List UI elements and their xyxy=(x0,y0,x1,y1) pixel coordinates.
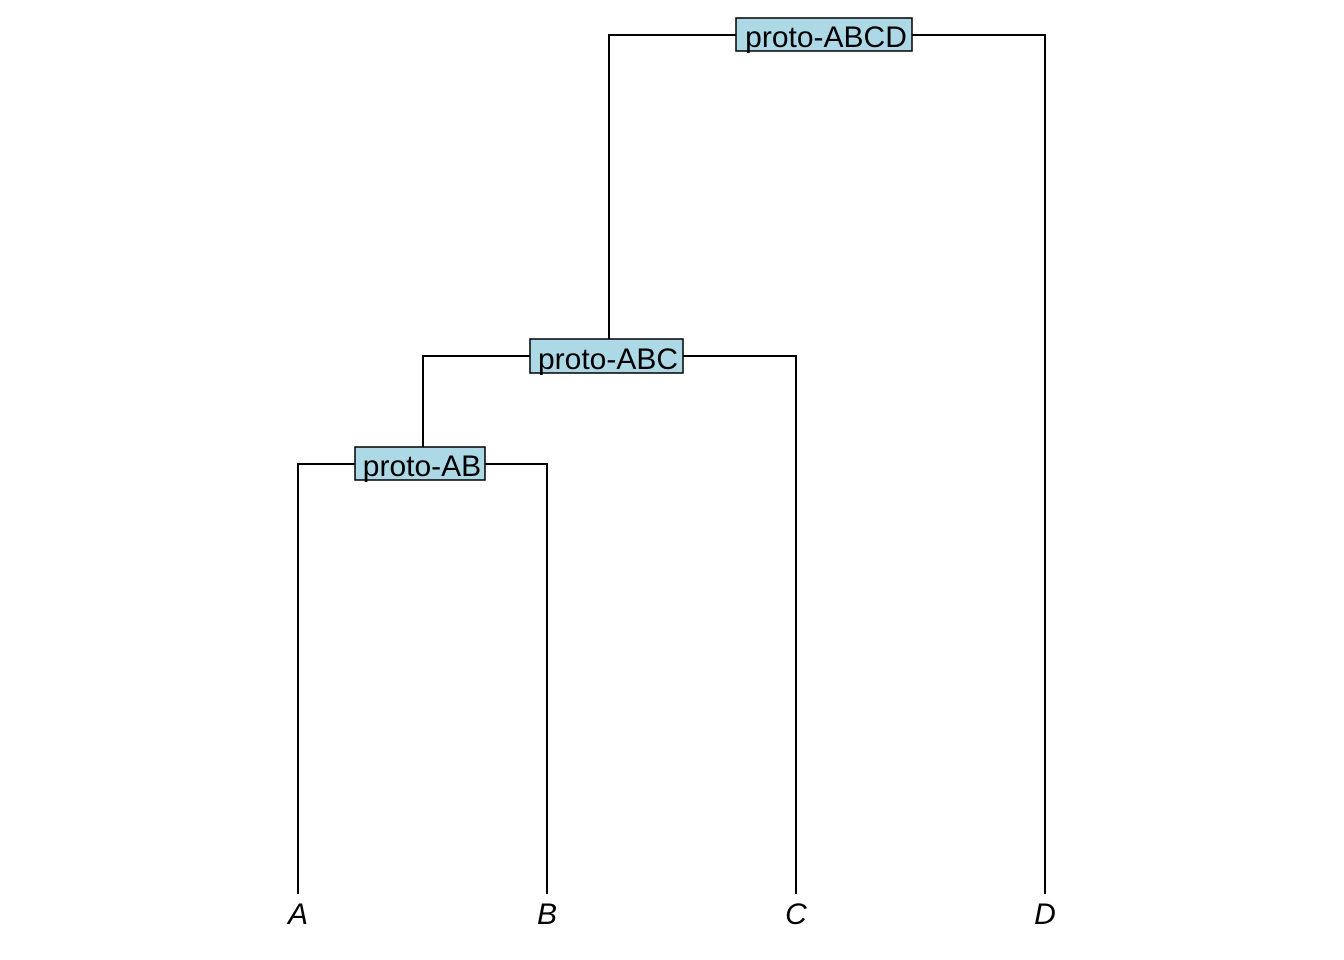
tip-label-d: D xyxy=(1034,898,1056,931)
tip-labels: A B C D xyxy=(286,898,1056,931)
node-proto-ab: proto-AB xyxy=(354,446,486,483)
node-box-proto-abcd xyxy=(735,17,913,52)
branch-proto-abc xyxy=(422,355,797,894)
node-box-proto-ab xyxy=(354,446,486,481)
node-proto-abc: proto-ABC xyxy=(529,338,684,376)
tip-label-a: A xyxy=(286,898,308,931)
branch-proto-ab xyxy=(297,463,548,894)
tip-label-c: C xyxy=(785,898,807,931)
tip-label-b: B xyxy=(537,898,557,931)
node-box-proto-abc xyxy=(529,338,684,374)
node-proto-abcd: proto-ABCD xyxy=(735,17,913,54)
node-label-proto-abc: proto-ABC xyxy=(538,343,678,376)
branch-proto-abcd xyxy=(608,34,1046,894)
node-label-proto-ab: proto-AB xyxy=(363,450,481,483)
node-label-proto-abcd: proto-ABCD xyxy=(745,21,907,54)
